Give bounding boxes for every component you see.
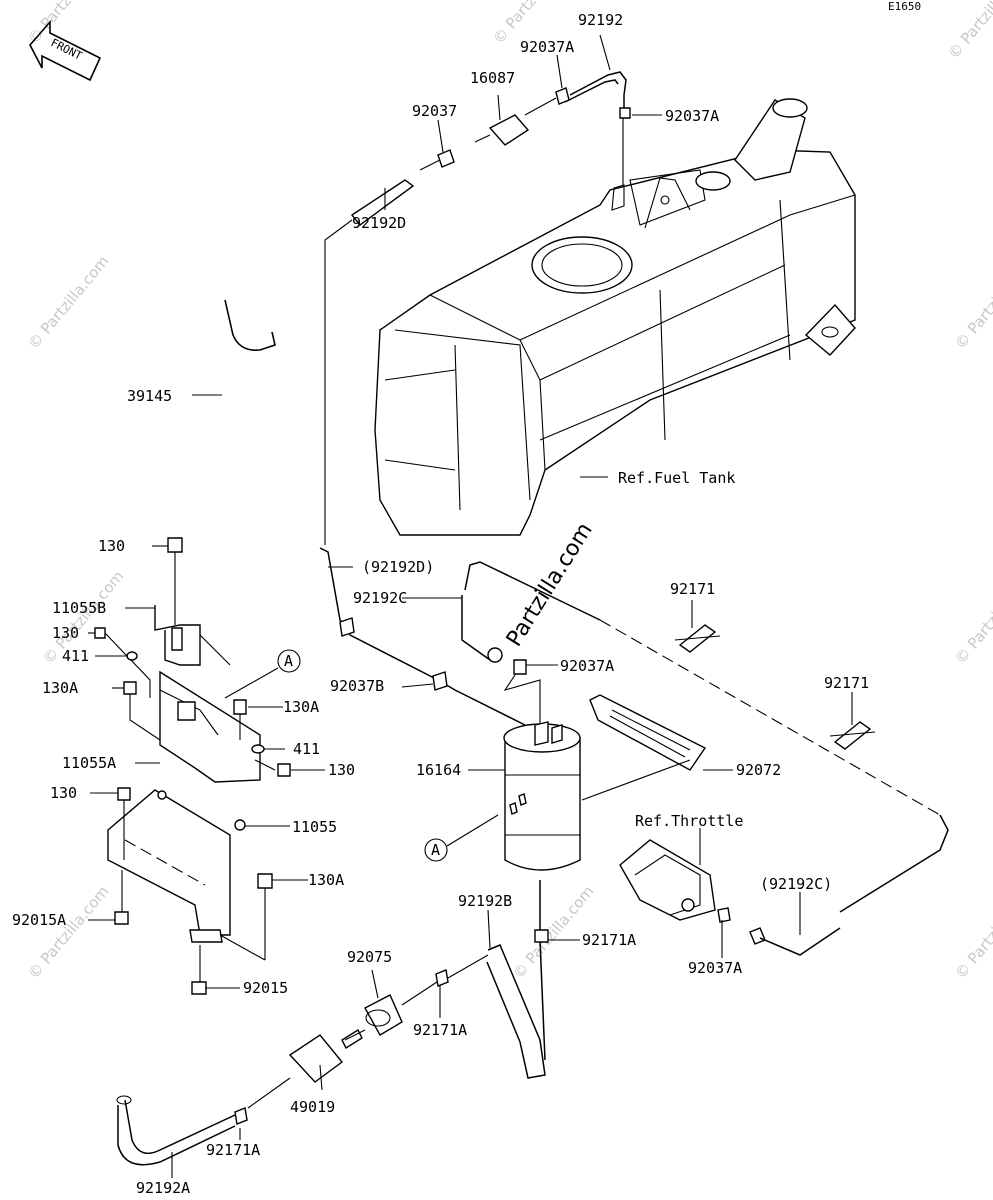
fuel-filter-49019 [288,1028,363,1083]
cable-tie-92171-a [674,624,721,653]
bolt-130-left [94,627,151,698]
label-92037A-right: 92037A [665,107,719,125]
throttle-body [619,839,841,956]
label-92171-a: 92171 [670,580,715,598]
cable-tie-92171-b [829,721,876,750]
label-11055: 11055 [292,818,337,836]
label-92075: 92075 [347,948,392,966]
label-92171A-a: 92171A [582,931,636,949]
label-130-c: 130 [328,761,355,779]
label-92192A: 92192A [136,1179,190,1197]
label-130-d: 130 [50,784,77,802]
front-label: FRONT [49,36,85,63]
routing-dash-line [599,619,941,816]
top-vent-hoses [324,71,631,545]
reference-circle-a-bottom [424,838,448,862]
label-92171-b: 92171 [824,674,869,692]
label-92192B: 92192B [458,892,512,910]
diagram-code: E1650 [888,0,921,13]
label-130-b: 130 [52,624,79,642]
label-16164: 16164 [416,761,461,779]
label-11055A: 11055A [62,754,116,772]
bracket-11055A [159,670,261,783]
watermark: © Partzilla.com [951,882,993,982]
watermark-large: Partzilla.com [502,519,598,652]
label-92037A-top: 92037A [520,38,574,56]
label-92037A-bottom: 92037A [688,959,742,977]
label-411-a: 411 [62,647,89,665]
nut-92015A [114,870,129,925]
label-39145: 39145 [127,387,172,405]
label-92037A-mid: 92037A [560,657,614,675]
label-92015: 92015 [243,979,288,997]
bracket-11055 [107,789,246,943]
label-11055B: 11055B [52,599,106,617]
clamp-39145 [224,299,276,352]
label-92192D: 92192D [352,214,406,232]
canister-bracket-92072 [589,694,707,771]
label-130A-b: 130A [283,698,319,716]
watermark: © Partzilla.com [951,252,993,352]
washer-411-a [126,651,138,661]
bolt-130-top [167,537,183,625]
label-130A-a: 130A [42,679,78,697]
bolt-130A-lower [257,873,273,960]
label-49019: 49019 [290,1098,335,1116]
reference-circle-a-top [277,649,301,673]
hose-92192C [461,561,601,661]
bracket-11055B [154,605,231,666]
watermark: © Partzilla.com [24,252,112,352]
watermark: © Partzilla.com [24,882,112,982]
label-92192C: 92192C [353,589,407,607]
bolt-130A-right [233,699,247,740]
label-130A-c: 130A [308,871,344,889]
label-92171A-b: 92171A [413,1021,467,1039]
label-92015A: 92015A [12,911,66,929]
label-92072: 92072 [736,761,781,779]
washer-411-b [251,744,265,754]
label-16087: 16087 [470,69,515,87]
label-92171A-c: 92171A [206,1141,260,1159]
label-92192D-paren: (92192D) [362,558,434,576]
label-411-b: 411 [293,740,320,758]
canister-16164 [503,721,581,871]
circle-a-top-text: A [284,652,293,670]
label-ref-fuel-tank: Ref.Fuel Tank [618,469,735,487]
hose-92192A [117,1099,236,1166]
fuel-tank [374,98,856,536]
label-92192: 92192 [578,11,623,29]
bolt-130-right [254,759,291,777]
clamp-92075 [364,994,403,1036]
watermark: © Partzilla.com [944,0,993,63]
hose-92192B [486,944,546,1079]
watermark: © Partzilla.com [24,0,112,48]
nut-92015 [191,934,266,995]
label-130-a: 130 [98,537,125,555]
watermark: © Partzilla.com [951,567,993,667]
label-92037B: 92037B [330,677,384,695]
circle-a-bottom-text: A [431,841,440,859]
leader-lines [88,34,853,1178]
label-92192C-paren: (92192C) [760,875,832,893]
bolt-130A-left [123,681,161,741]
label-92037: 92037 [412,102,457,120]
label-ref-throttle: Ref.Throttle [635,812,743,830]
bolt-130-lower-left [117,787,131,860]
